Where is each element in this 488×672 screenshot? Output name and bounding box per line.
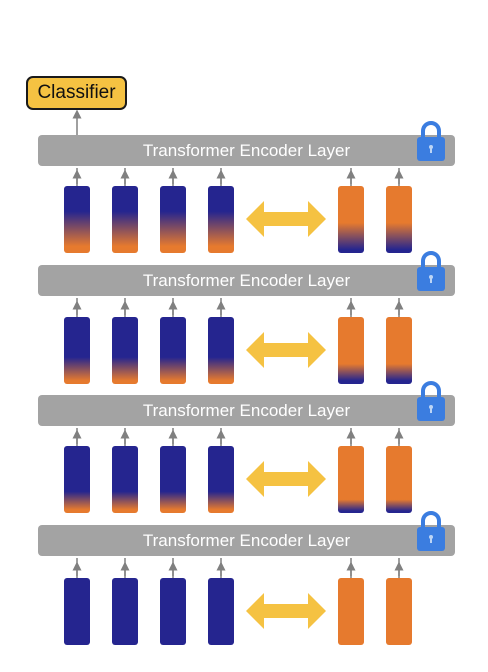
token-orange xyxy=(386,317,412,384)
lock-icon xyxy=(417,511,445,551)
double-arrow-icon xyxy=(246,593,326,629)
encoder-layer-label: Transformer Encoder Layer xyxy=(142,401,351,420)
encoder-layer-3: Transformer Encoder Layer xyxy=(38,251,455,296)
token-blue xyxy=(64,317,90,384)
encoder-layer-label: Transformer Encoder Layer xyxy=(142,141,351,160)
token-blue xyxy=(208,186,234,253)
token-blue xyxy=(64,578,90,645)
token-orange xyxy=(386,186,412,253)
token-orange xyxy=(338,317,364,384)
lock-icon xyxy=(417,251,445,291)
double-arrow-icon xyxy=(246,461,326,497)
token-blue xyxy=(160,317,186,384)
token-blue xyxy=(160,186,186,253)
token-blue xyxy=(112,317,138,384)
token-blue xyxy=(112,186,138,253)
encoder-layer-label: Transformer Encoder Layer xyxy=(142,531,351,550)
token-orange xyxy=(386,578,412,645)
encoder-layer-1: Transformer Encoder Layer xyxy=(38,511,455,556)
token-blue xyxy=(112,578,138,645)
token-orange xyxy=(338,578,364,645)
double-arrow-icon xyxy=(246,332,326,368)
token-blue xyxy=(64,446,90,513)
token-blue xyxy=(160,578,186,645)
token-blue xyxy=(208,578,234,645)
encoder-layer-2: Transformer Encoder Layer xyxy=(38,381,455,426)
token-orange xyxy=(338,446,364,513)
token-orange xyxy=(338,186,364,253)
token-blue xyxy=(208,317,234,384)
token-blue xyxy=(112,446,138,513)
double-arrow-icon xyxy=(246,201,326,237)
encoder-layer-4: Transformer Encoder Layer xyxy=(38,121,455,166)
token-blue xyxy=(160,446,186,513)
token-blue xyxy=(208,446,234,513)
classifier-box: Classifier xyxy=(26,76,127,110)
encoder-layer-label: Transformer Encoder Layer xyxy=(142,271,351,290)
lock-icon xyxy=(417,121,445,161)
token-blue xyxy=(64,186,90,253)
lock-icon xyxy=(417,381,445,421)
token-orange xyxy=(386,446,412,513)
